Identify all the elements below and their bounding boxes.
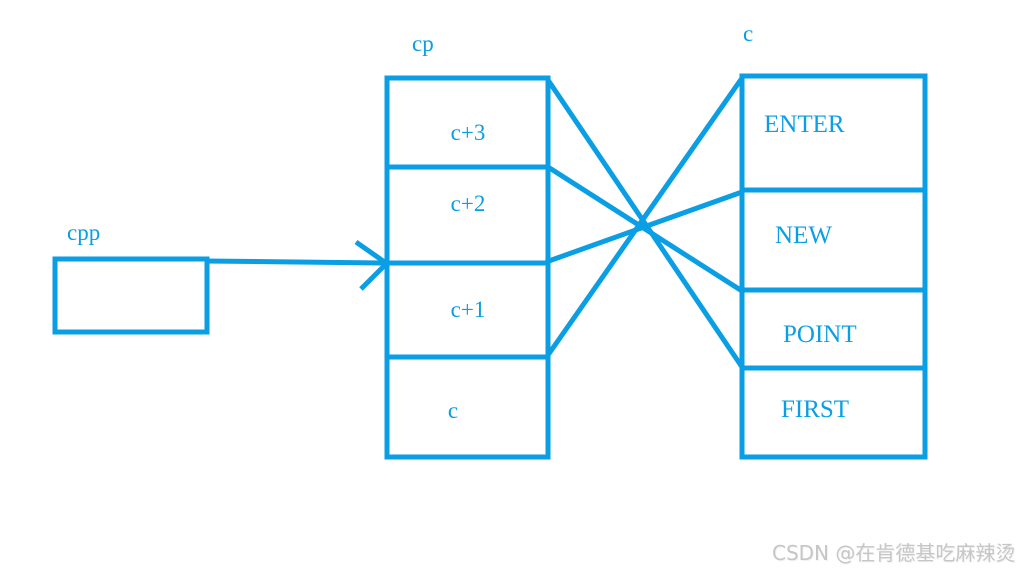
- cpp-box: [52, 256, 210, 335]
- c-cell-1: NEW: [775, 222, 832, 249]
- arrow-barb-upper: [354, 239, 388, 266]
- cp-cell-0: c+3: [451, 120, 486, 145]
- connection-line-c1-new: [545, 189, 743, 265]
- c-cell-2: POINT: [783, 321, 857, 348]
- connection-line-c-enter: [545, 76, 745, 357]
- arrow-barb-lower: [359, 262, 388, 291]
- cp-array-box: [384, 75, 551, 460]
- c-array-box: [739, 73, 928, 460]
- cpp-label: cpp: [67, 220, 100, 245]
- cp-cell-2: c+1: [451, 297, 486, 322]
- arrow-shaft: [204, 258, 385, 266]
- c-label: c: [743, 21, 753, 46]
- c-cell-0: ENTER: [764, 111, 845, 138]
- cp-cell-3: c: [448, 398, 458, 423]
- connection-line-c3-first: [545, 78, 745, 369]
- cp-cell-1: c+2: [451, 191, 486, 216]
- cp-label: cp: [412, 31, 434, 56]
- csdn-watermark: CSDN @在肯德基吃麻辣烫: [772, 541, 1016, 565]
- c-cell-3: FIRST: [781, 396, 849, 423]
